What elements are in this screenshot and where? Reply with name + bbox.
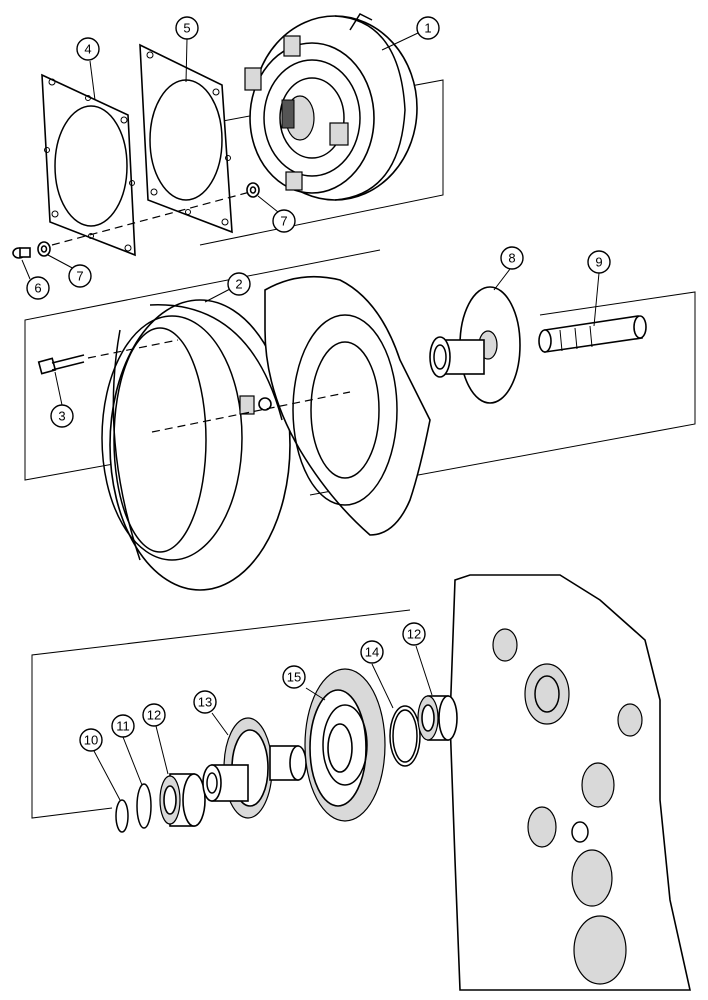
callout-12-right: 12: [402, 622, 426, 646]
callout-15: 15: [282, 665, 306, 689]
svg-text:13: 13: [198, 695, 212, 710]
callout-4: 4: [76, 37, 100, 61]
housing-ring-2: [101, 299, 291, 591]
svg-text:9: 9: [595, 255, 602, 270]
svg-text:3: 3: [58, 409, 65, 424]
callout-13: 13: [193, 690, 217, 714]
callout-8: 8: [500, 246, 524, 270]
panel-frame-middle: [24, 249, 696, 496]
svg-text:6: 6: [34, 281, 41, 296]
washer-7-lower: [37, 241, 51, 257]
callout-6: 6: [26, 276, 50, 300]
callout-7-upper: 7: [272, 209, 296, 233]
bolt-3: [37, 354, 85, 375]
svg-text:5: 5: [183, 21, 190, 36]
gear-15: [304, 668, 386, 822]
gear-13: [202, 717, 307, 819]
svg-text:12: 12: [407, 627, 421, 642]
gasket-4: [41, 73, 136, 257]
callout-2: 2: [227, 272, 251, 296]
svg-text:7: 7: [76, 269, 83, 284]
svg-text:1: 1: [424, 21, 431, 36]
washer-7-upper: [246, 182, 260, 198]
callout-3: 3: [50, 404, 74, 428]
svg-text:11: 11: [116, 719, 130, 734]
svg-text:4: 4: [84, 42, 91, 57]
shaft-9: [538, 315, 647, 353]
bearing-12-right: [417, 695, 458, 741]
callout-10: 10: [79, 728, 103, 752]
svg-text:7: 7: [280, 214, 287, 229]
callout-12-left: 12: [142, 703, 166, 727]
pump-plate-8: [429, 286, 521, 404]
snap-ring-10: [115, 799, 129, 833]
callout-5: 5: [175, 16, 199, 40]
svg-text:8: 8: [508, 251, 515, 266]
bearing-12-left: [159, 773, 206, 827]
svg-text:14: 14: [365, 645, 379, 660]
torque-converter-1: [244, 13, 418, 201]
ring-14: [389, 705, 421, 767]
panel-frame-bottom: [31, 609, 411, 819]
svg-text:12: 12: [147, 708, 161, 723]
svg-text:15: 15: [287, 670, 301, 685]
callout-14: 14: [360, 640, 384, 664]
callout-9: 9: [587, 250, 611, 274]
callout-11: 11: [111, 714, 135, 738]
ring-11: [136, 783, 152, 829]
callout-1: 1: [416, 16, 440, 40]
svg-text:10: 10: [84, 733, 98, 748]
adapter-plate: [264, 275, 431, 536]
transmission-case: [449, 574, 691, 991]
plate-5: [139, 43, 233, 234]
callout-7-lower: 7: [68, 264, 92, 288]
svg-text:2: 2: [235, 277, 242, 292]
bolt-6: [12, 247, 31, 259]
